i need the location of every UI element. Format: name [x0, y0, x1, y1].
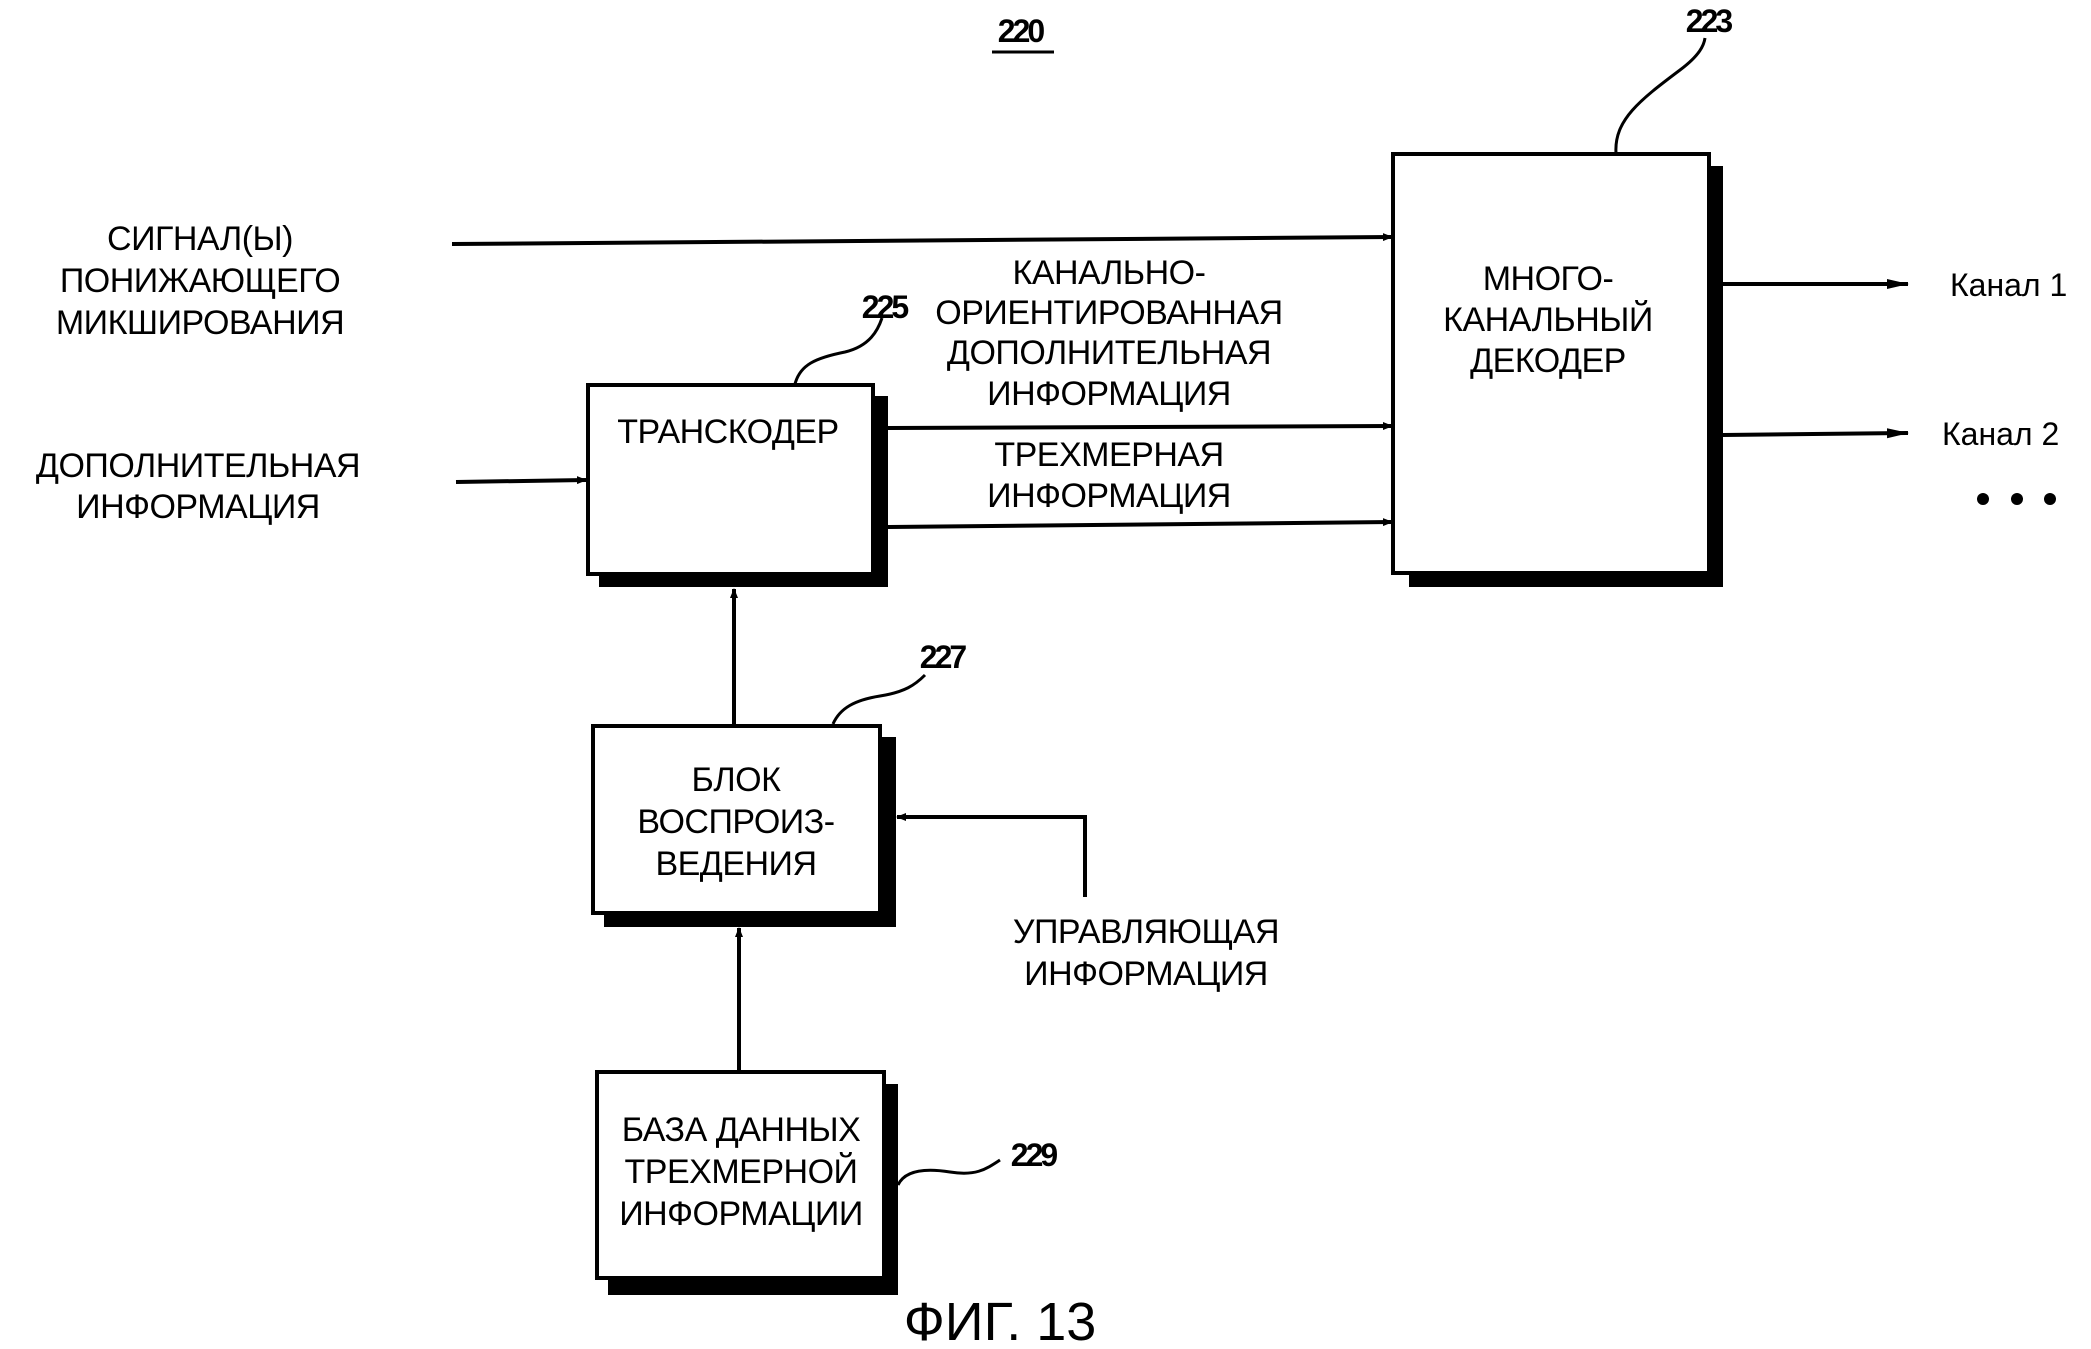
channel-2-label: Канал 2: [1942, 416, 2059, 452]
multichannel-decoder-block: МНОГО- КАНАЛЬНЫЙ ДЕКОДЕР: [1391, 152, 1723, 587]
block-label-line: БЛОК: [692, 761, 782, 799]
transcoder-ref-number: 225: [862, 289, 909, 325]
database-box: [595, 1070, 886, 1280]
database-ref-leader: [896, 1158, 1001, 1186]
transcoder-block: ТРАНСКОДЕР: [586, 383, 888, 587]
block-label-line: ИНФОРМАЦИИ: [619, 1195, 863, 1233]
label-line: ИНФОРМАЦИЯ: [76, 488, 320, 526]
renderer-ref-number: 227: [920, 639, 967, 675]
label-line: ОРИЕНТИРОВАННАЯ: [935, 294, 1282, 332]
channel-side-info-arrow: [887, 422, 1393, 431]
renderer-block: БЛОК ВОСПРОИЗ- ВЕДЕНИЯ: [591, 724, 896, 927]
transcoder-ref-leader: [793, 317, 884, 385]
block-label-line: КАНАЛЬНЫЙ: [1443, 301, 1653, 339]
transcoder-box: [586, 383, 875, 576]
downmix-signal-label: СИГНАЛ(Ы) ПОНИЖАЮЩЕГО МИКШИРОВАНИЯ: [56, 220, 345, 342]
downmix-signal-arrow: [451, 233, 1393, 246]
control-info-arrow: [896, 813, 1087, 897]
label-line: УПРАВЛЯЮЩАЯ: [1013, 913, 1279, 951]
decoder-box: [1391, 152, 1711, 575]
label-line: ИНФОРМАЦИЯ: [1024, 955, 1268, 993]
ellipsis-dot: [2011, 493, 2023, 505]
channel-side-info-label: КАНАЛЬНО- ОРИЕНТИРОВАННАЯ ДОПОЛНИТЕЛЬНАЯ…: [935, 254, 1283, 413]
control-info-label: УПРАВЛЯЮЩАЯ ИНФОРМАЦИЯ: [1013, 913, 1280, 993]
ellipsis-dot: [1977, 493, 1989, 505]
channel-2-arrow: [1722, 428, 1909, 439]
block-label-line: ВЕДЕНИЯ: [655, 845, 816, 883]
database-ref-number: 229: [1011, 1137, 1058, 1173]
label-line: ДОПОЛНИТЕЛЬНАЯ: [36, 447, 360, 485]
block-label-line: ДЕКОДЕР: [1470, 342, 1626, 380]
label-line: СИГНАЛ(Ы): [107, 220, 293, 258]
label-line: КАНАЛЬНО-: [1013, 254, 1206, 292]
block-label-line: ВОСПРОИЗ-: [637, 803, 834, 841]
decoder-ref-leader: [1614, 37, 1707, 154]
block-label-line: БАЗА ДАННЫХ: [622, 1111, 861, 1149]
figure-ref-number: 220: [998, 13, 1045, 49]
renderer-ref-leader: [831, 673, 927, 725]
side-info-arrow: [455, 476, 587, 485]
3d-info-label: ТРЕХМЕРНАЯ ИНФОРМАЦИЯ: [987, 436, 1231, 515]
ellipsis-dot: [2044, 493, 2056, 505]
block-label-line: МНОГО-: [1483, 260, 1614, 298]
channel-1-label: Канал 1: [1950, 267, 2067, 303]
label-line: ДОПОЛНИТЕЛЬНАЯ: [947, 334, 1271, 372]
block-label-line: ТРАНСКОДЕР: [617, 413, 838, 451]
figure-reference: 220: [992, 13, 1054, 54]
label-line: ИНФОРМАЦИЯ: [987, 375, 1231, 413]
label-line: МИКШИРОВАНИЯ: [56, 304, 344, 342]
label-line: ПОНИЖАЮЩЕГО: [60, 262, 340, 300]
block-label-line: ТРЕХМЕРНОЙ: [625, 1153, 858, 1191]
label-line: ТРЕХМЕРНАЯ: [994, 436, 1223, 474]
3d-database-block: БАЗА ДАННЫХ ТРЕХМЕРНОЙ ИНФОРМАЦИИ: [595, 1070, 898, 1295]
renderer-box: [591, 724, 882, 915]
side-info-label: ДОПОЛНИТЕЛЬНАЯ ИНФОРМАЦИЯ: [36, 447, 361, 526]
label-line: ИНФОРМАЦИЯ: [987, 477, 1231, 515]
figure-caption: ФИГ. 13: [904, 1292, 1097, 1349]
decoder-ref-number: 223: [1686, 3, 1733, 39]
3d-info-arrow: [887, 518, 1393, 529]
more-channels-ellipsis: [1977, 493, 2056, 505]
